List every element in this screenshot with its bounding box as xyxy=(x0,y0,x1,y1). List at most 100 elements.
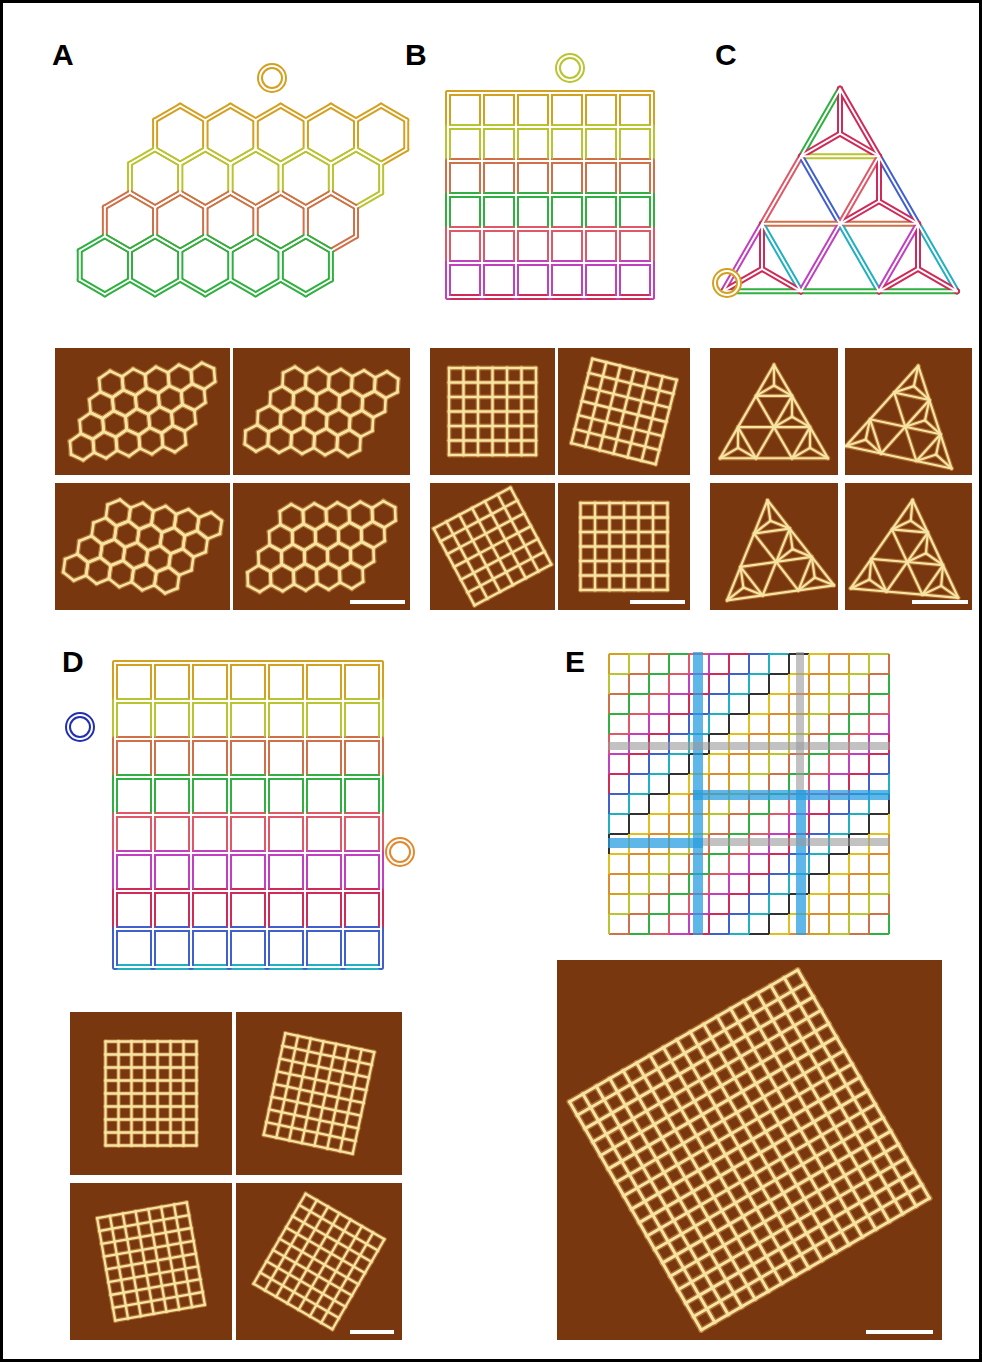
afm-glow xyxy=(315,523,327,530)
strand-inner xyxy=(550,262,584,264)
afm-glow xyxy=(339,542,351,549)
afm-glow xyxy=(360,501,372,508)
strand-thin xyxy=(769,893,789,895)
afm-glow xyxy=(269,425,281,432)
afm-glow xyxy=(110,370,122,378)
strand-inner xyxy=(306,236,331,251)
strand-thin xyxy=(669,693,689,695)
strand-thin xyxy=(608,854,610,874)
strand-outer xyxy=(837,89,843,134)
strand-inner xyxy=(266,815,268,853)
strand-thin xyxy=(848,754,850,774)
afm-glow xyxy=(171,405,183,413)
strand-inner xyxy=(280,164,282,193)
strand-thin xyxy=(888,814,890,834)
strand-inner xyxy=(79,251,81,280)
afm-glow xyxy=(382,528,388,541)
strand-outer xyxy=(264,701,270,739)
strand-thin xyxy=(629,793,649,795)
strand-outer xyxy=(305,926,343,932)
strand-outer xyxy=(356,149,381,164)
strand-thin xyxy=(829,833,849,835)
afm-strand xyxy=(171,412,172,425)
afm-glow xyxy=(127,429,139,437)
strand-outer xyxy=(155,280,180,295)
afm-glow xyxy=(153,504,165,512)
strand-inner xyxy=(801,224,840,292)
strand-outer xyxy=(267,888,305,894)
strand-inner xyxy=(482,160,516,162)
strand-inner xyxy=(267,814,305,816)
strand-inner xyxy=(80,280,105,295)
strand-outer xyxy=(615,93,621,127)
strand-outer xyxy=(188,777,194,815)
strand-thin xyxy=(609,653,629,655)
strand-thin xyxy=(648,774,650,794)
strand-outer xyxy=(115,850,153,856)
strand-inner xyxy=(516,92,550,94)
afm-strand xyxy=(163,445,175,453)
strand-inner xyxy=(230,149,255,164)
strand-outer xyxy=(448,158,482,164)
strand-thin xyxy=(608,654,610,674)
afm-strand xyxy=(74,574,86,582)
strand-outer xyxy=(584,260,618,266)
strand-thin xyxy=(788,754,790,774)
afm-glow xyxy=(149,414,150,427)
strand-inner xyxy=(266,739,268,777)
strand-inner xyxy=(205,236,230,251)
afm-glow xyxy=(315,523,327,530)
strand-outer xyxy=(281,193,306,208)
strand-thin xyxy=(749,693,769,695)
strand-inner xyxy=(281,280,306,295)
strand-inner xyxy=(306,149,331,164)
strand-inner xyxy=(230,193,255,208)
strand-inner xyxy=(115,814,153,816)
afm-glow xyxy=(192,383,204,391)
schematic-e xyxy=(609,654,889,934)
afm-glow xyxy=(125,541,137,549)
strand-inner xyxy=(205,193,230,208)
afm-glow xyxy=(122,377,123,390)
strand-thin xyxy=(848,874,850,894)
afm-glow xyxy=(77,554,89,562)
strand-thin xyxy=(608,754,610,774)
strand-inner xyxy=(448,160,482,162)
strand-thin xyxy=(808,914,810,934)
afm-strand xyxy=(97,577,109,585)
strand-thin xyxy=(828,874,830,894)
strand-thin xyxy=(828,674,830,694)
afm-strand xyxy=(140,447,152,455)
afm-strand xyxy=(185,529,197,537)
strand-outer xyxy=(378,777,384,815)
afm-glow xyxy=(244,444,256,451)
afm-glow xyxy=(62,572,74,580)
strand-outer xyxy=(130,193,155,208)
afm-glow xyxy=(179,364,191,372)
strand-thin xyxy=(828,914,830,934)
afm-shade xyxy=(233,348,410,475)
afm-strand xyxy=(396,379,399,392)
afm-glow xyxy=(374,391,386,398)
strand-thin xyxy=(869,933,889,935)
strand-thin xyxy=(629,893,649,895)
strand-thin xyxy=(888,714,890,734)
afm-glow xyxy=(63,559,65,572)
afm-strand xyxy=(191,371,192,384)
strand-thin xyxy=(609,673,629,675)
strand-outer xyxy=(155,236,180,251)
afm-glow xyxy=(267,445,279,452)
strand-inner xyxy=(583,127,585,161)
strand-thin xyxy=(768,654,770,674)
strand-thin xyxy=(628,814,630,834)
afm-strand xyxy=(168,567,180,575)
strand-outer xyxy=(353,207,359,236)
afm-strand xyxy=(348,450,360,457)
afm-glow xyxy=(79,534,91,542)
afm-strand xyxy=(150,427,162,435)
strand-inner xyxy=(330,164,332,193)
strand-outer xyxy=(876,156,882,201)
strand-thin xyxy=(669,933,689,935)
afm-strand xyxy=(270,405,282,412)
afm-glow xyxy=(348,450,360,457)
